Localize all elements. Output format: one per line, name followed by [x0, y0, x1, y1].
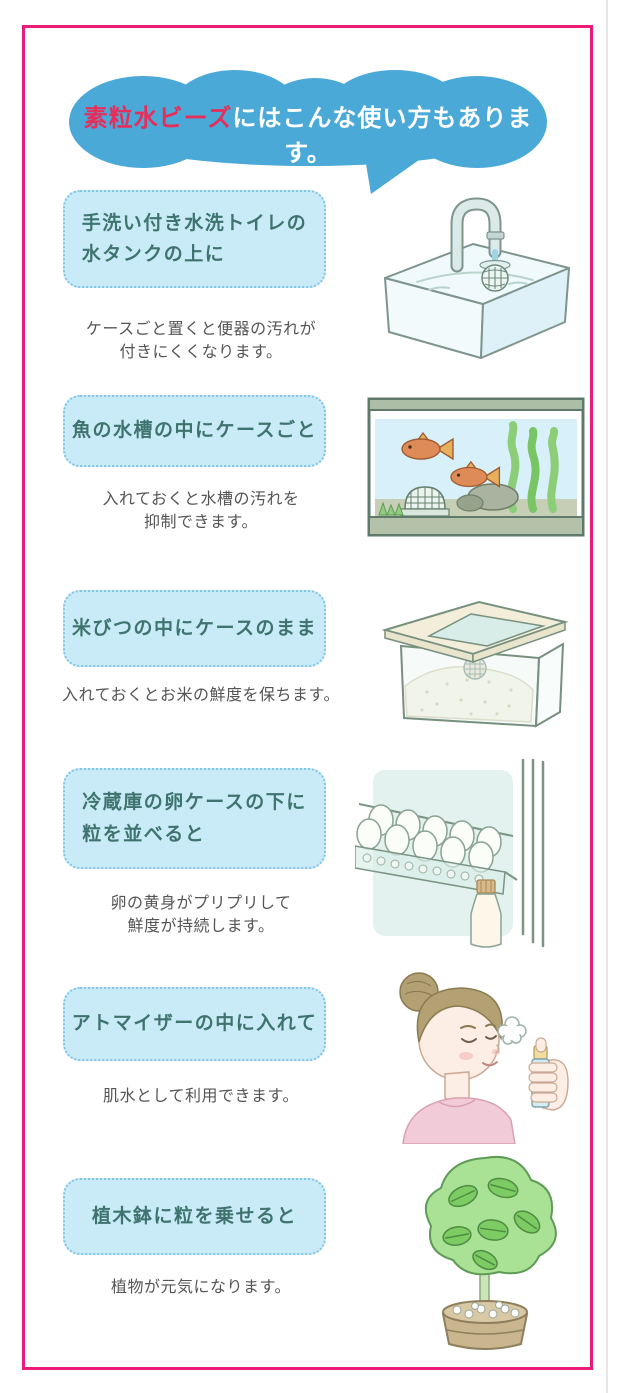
tip-description-rice-bin: 入れておくとお米の鮮度を保ちます。 [62, 687, 340, 704]
tip-heading-line: 粒を並べると [82, 823, 206, 845]
spray-puff-icon [497, 1016, 527, 1045]
title-rest: にはこんな使い方もあります。 [232, 105, 533, 167]
tip-heading-line: 米びつの中にケースのまま [71, 617, 318, 639]
page-edge-divider [606, 0, 608, 1393]
page-title: 素粒水ビーズにはこんな使い方もあります。 [63, 98, 553, 168]
tip-box-refrigerator: 冷蔵庫の卵ケースの下に 粒を並べると [63, 768, 326, 869]
toilet-tank-illustration [369, 180, 589, 371]
aquarium-illustration [363, 391, 591, 546]
tip-heading-line: アトマイザーの中に入れて [71, 1013, 318, 1035]
tip-heading-line: 植木鉢に粒を乗せると [91, 1205, 297, 1227]
tip-description-refrigerator: 卵の黄身がプリプリして 鮮度が持続します。 [110, 895, 292, 936]
title-bubble: 素粒水ビーズにはこんな使い方もあります。 [63, 66, 553, 216]
tip-heading-line: 魚の水槽の中にケースごと [71, 420, 318, 442]
tip-heading-line: 手洗い付き水洗トイレの [81, 212, 308, 234]
tip-description-atomizer: 肌水として利用できます。 [103, 1088, 299, 1105]
tip-heading-line: 水タンクの上に [81, 244, 226, 265]
tip-description-toilet: ケースごと置くと便器の汚れが 付きにくくなります。 [85, 321, 317, 362]
refrigerator-eggs-illustration [354, 754, 590, 959]
tip-box-rice-bin: 米びつの中にケースのまま [63, 590, 326, 667]
tip-box-plant: 植木鉢に粒を乗せると [63, 1178, 326, 1255]
potted-plant-illustration [397, 1144, 589, 1359]
atomizer-woman-illustration [369, 960, 591, 1149]
flyer-frame: 素粒水ビーズにはこんな使い方もあります。 手洗い付き水洗トイレの 水タンクの上に… [22, 25, 593, 1370]
rice-bin-illustration [367, 564, 595, 741]
tip-box-atomizer: アトマイザーの中に入れて [63, 987, 326, 1061]
cloud-bubble-shape [69, 70, 547, 194]
tip-box-aquarium: 魚の水槽の中にケースごと [63, 395, 326, 467]
tip-description-plant: 植物が元気になります。 [111, 1279, 291, 1296]
tip-box-toilet: 手洗い付き水洗トイレの 水タンクの上に [63, 190, 326, 288]
tip-description-aquarium: 入れておくと水槽の汚れを 抑制できます。 [102, 491, 300, 532]
product-name: 素粒水ビーズ [83, 105, 233, 132]
tip-heading-line: 冷蔵庫の卵ケースの下に [82, 792, 307, 814]
